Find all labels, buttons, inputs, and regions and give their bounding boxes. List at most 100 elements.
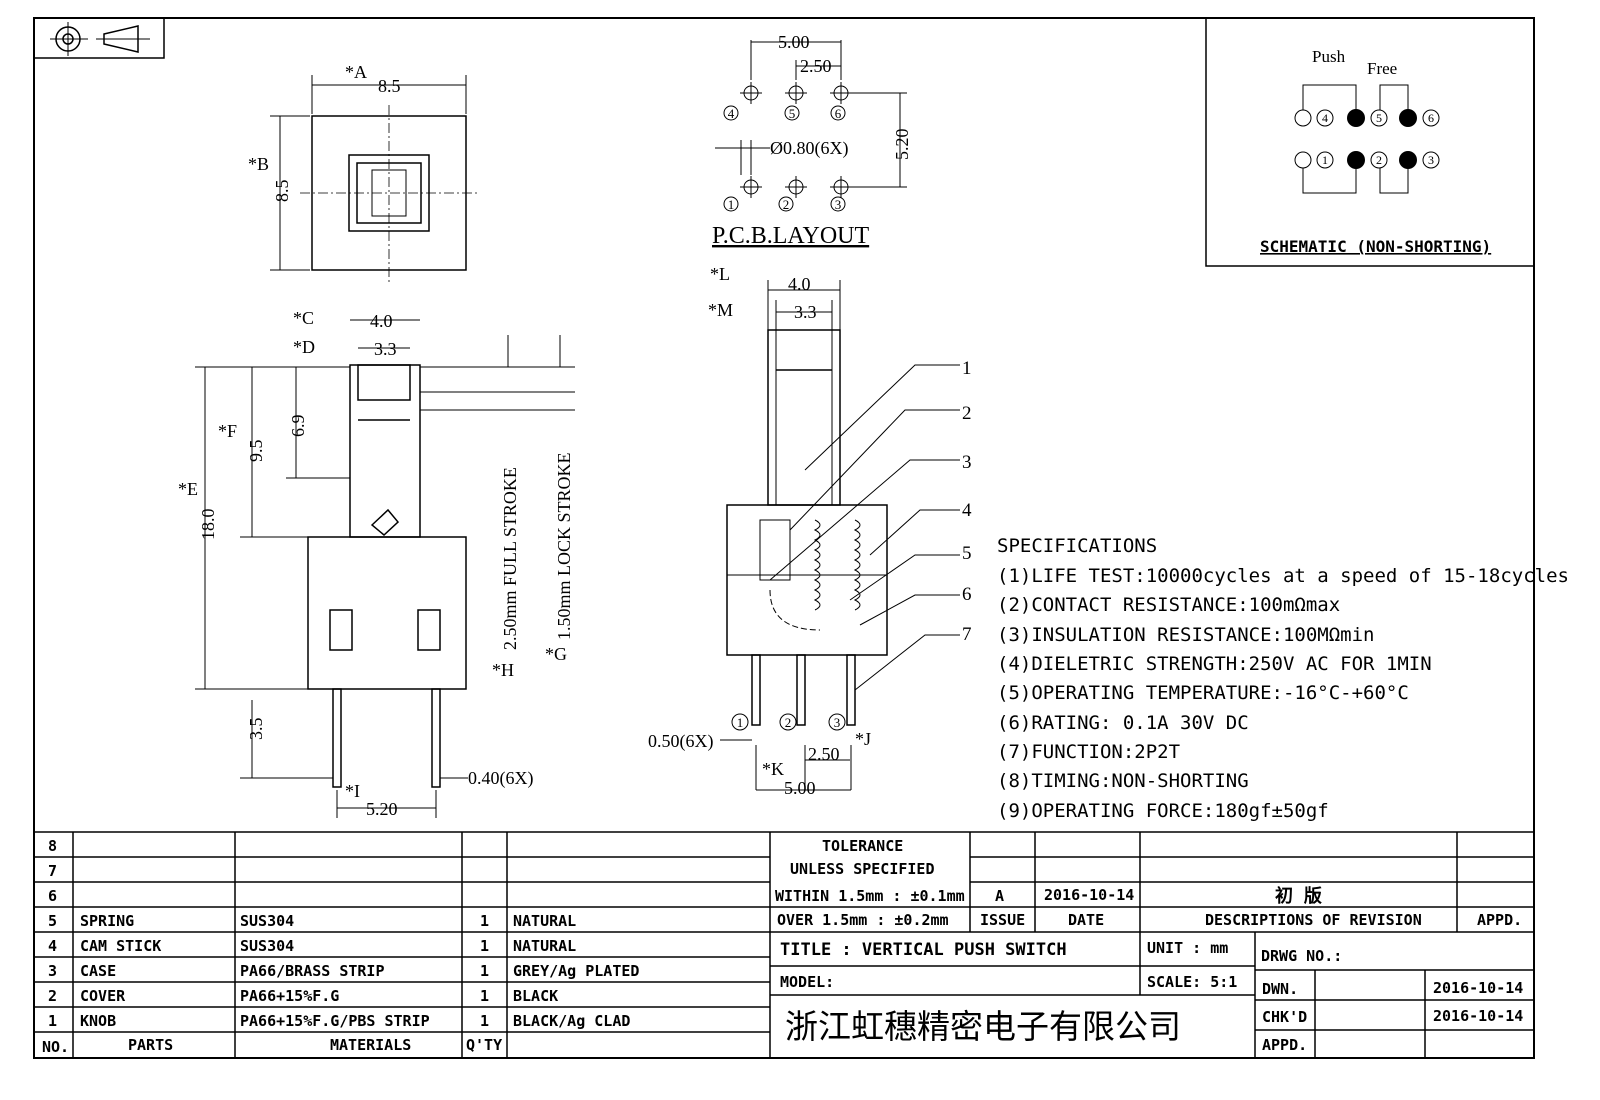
side-view: 1 2 3 4 5 6 7 *L 4.0 *M 3.3 0.50(6X) 1 2… [648, 264, 972, 798]
spec-item: (5)OPERATING TEMPERATURE:-16°C-+60°C [997, 682, 1409, 704]
pcb-pin-6: 6 [835, 106, 842, 121]
dim-label-e: *E [178, 479, 198, 499]
dim-pin-width: 0.40(6X) [468, 768, 534, 789]
description-header: DESCRIPTIONS OF REVISION [1205, 911, 1422, 929]
spec-item: (9)OPERATING FORCE:180gf±50gf [997, 800, 1329, 822]
checked-date: 2016-10-14 [1433, 1007, 1523, 1025]
side-pin-1: 1 [737, 715, 744, 730]
dim-a: 8.5 [378, 76, 401, 96]
issue-header: ISSUE [980, 911, 1025, 929]
spec-item: (8)TIMING:NON-SHORTING [997, 770, 1249, 792]
schematic-pin-1: 1 [1322, 153, 1328, 167]
front-view: *C 4.0 *D 3.3 *E 18.0 *F 9.5 6.9 3.5 *I … [178, 308, 575, 819]
lock-stroke-label: 1.50mm LOCK STROKE [554, 452, 574, 640]
bom-finish: NATURAL [513, 937, 576, 955]
callout-1: 1 [962, 358, 972, 379]
callout-7: 7 [962, 624, 972, 645]
schematic-pin-4: 4 [1322, 111, 1328, 125]
schematic-push-label: Push [1312, 47, 1346, 66]
schematic: Push Free 4 5 6 1 2 3 SCHEMATIC (NON-SHO… [1205, 17, 1535, 267]
dim-label-g: *G [545, 644, 567, 664]
sheet-border [33, 17, 1535, 1059]
pcb-dim-5-20: 5.20 [892, 129, 912, 161]
side-pin-width: 0.50(6X) [648, 731, 714, 752]
bom-part: CASE [80, 962, 116, 980]
full-stroke-label: 2.50mm FULL STROKE [500, 467, 520, 650]
tolerance-unless: UNLESS SPECIFIED [790, 860, 935, 878]
bom-finish: NATURAL [513, 912, 576, 930]
schematic-pin-6: 6 [1428, 111, 1434, 125]
pcb-pin-1: 1 [728, 197, 735, 212]
title-block: TOLERANCE UNLESS SPECIFIED WITHIN 1.5mm … [770, 832, 1534, 1058]
pcb-layout-title: P.C.B.LAYOUT [712, 223, 869, 249]
pcb-pin-2: 2 [783, 197, 790, 212]
pcb-layout: 5.00 2.50 5.20 Ø0.80(6X) P.C.B.LAYOUT 4 … [712, 32, 912, 249]
bom-no: 6 [48, 887, 57, 905]
bom-qty: 1 [480, 912, 489, 930]
drawn-label: DWN. [1262, 980, 1298, 998]
scale: SCALE: 5:1 [1147, 973, 1237, 991]
callout-4: 4 [962, 500, 972, 521]
dim-label-c: *C [293, 308, 314, 328]
bom-header-parts: PARTS [128, 1036, 173, 1054]
bom-material: PA66/BRASS STRIP [240, 962, 385, 980]
dim-label-i: *I [345, 781, 360, 801]
tolerance-within: WITHIN 1.5mm : ±0.1mm [775, 887, 965, 905]
bom-no: 3 [48, 962, 57, 980]
drawing-number: DRWG NO.: [1261, 947, 1342, 965]
company-name: 浙江虹穗精密电子有限公司 [785, 1007, 1181, 1046]
approved-label: APPD. [1262, 1036, 1307, 1054]
spec-item: (3)INSULATION RESISTANCE:100MΩmin [997, 624, 1375, 646]
spec-item: (1)LIFE TEST:10000cycles at a speed of 1… [997, 565, 1569, 587]
schematic-free-label: Free [1367, 59, 1397, 78]
pcb-hole-dim: Ø0.80(6X) [770, 138, 849, 159]
spec-item: (7)FUNCTION:2P2T [997, 741, 1180, 763]
dim-l: 4.0 [788, 274, 811, 294]
bom-material: SUS304 [240, 912, 294, 930]
checked-label: CHK'D [1262, 1008, 1307, 1026]
bom-header-no: NO. [42, 1038, 69, 1056]
dim-i: 5.20 [366, 799, 398, 819]
projection-symbol-icon [33, 17, 165, 59]
date-header: DATE [1068, 911, 1104, 929]
callout-5: 5 [962, 543, 972, 564]
bom-no: 5 [48, 912, 57, 930]
dim-label-d: *D [293, 337, 315, 357]
bom-part: CAM STICK [80, 937, 161, 955]
bom-finish: BLACK [513, 987, 558, 1005]
unit: UNIT : mm [1147, 939, 1228, 957]
side-pin-2: 2 [785, 715, 792, 730]
bom-qty: 1 [480, 1012, 489, 1030]
dim-span: 5.00 [784, 778, 816, 798]
pcb-pin-5: 5 [789, 106, 796, 121]
top-view: *A 8.5 *B 8.5 [248, 62, 480, 282]
dim-e: 18.0 [198, 509, 218, 541]
callout-6: 6 [962, 584, 972, 605]
spec-title: SPECIFICATIONS [997, 535, 1157, 557]
dim-label-l: *L [710, 264, 730, 284]
dim-f: 9.5 [246, 440, 266, 463]
dim-pin-length: 3.5 [246, 718, 266, 741]
drawn-date: 2016-10-14 [1433, 979, 1523, 997]
bom-finish: GREY/Ag PLATED [513, 962, 639, 980]
bom-material: PA66+15%F.G/PBS STRIP [240, 1012, 430, 1030]
tolerance-over: OVER 1.5mm : ±0.2mm [777, 911, 949, 929]
model: MODEL: [780, 973, 834, 991]
schematic-pin-2: 2 [1376, 153, 1382, 167]
dim-b: 8.5 [272, 180, 292, 203]
bom-no: 7 [48, 862, 57, 880]
bom-no: 2 [48, 987, 57, 1005]
drawing-title: TITLE : VERTICAL PUSH SWITCH [780, 940, 1067, 960]
dim-c: 4.0 [370, 311, 393, 331]
tolerance-label: TOLERANCE [822, 837, 903, 855]
spec-item: (2)CONTACT RESISTANCE:100mΩmax [997, 594, 1340, 616]
bom-no: 1 [48, 1012, 57, 1030]
dim-d: 3.3 [374, 339, 397, 359]
dim-label-b: *B [248, 154, 269, 174]
bom-material: PA66+15%F.G [240, 987, 339, 1005]
dim-label-h: *H [492, 660, 514, 680]
dim-label-f: *F [218, 421, 237, 441]
issue-date: 2016-10-14 [1044, 886, 1134, 904]
